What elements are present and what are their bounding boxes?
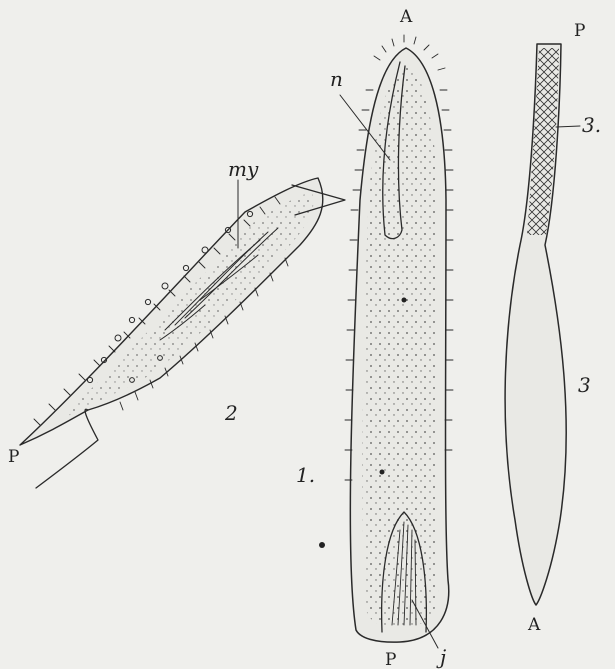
fig1-nucleus-label: n <box>330 67 343 91</box>
fig3-number-label: 3 <box>578 373 591 397</box>
fig1-nucleus-dot-2 <box>380 470 385 475</box>
fig1-posterior-label: P <box>385 650 396 669</box>
fig3-striated-label: 3. <box>582 113 601 137</box>
figure-3: P 3. 3 A <box>505 21 601 635</box>
fig1-anterior-label: A <box>399 7 413 27</box>
fig2-number-label: 2 <box>224 401 238 425</box>
fig2-myonemes-label: my <box>228 157 259 181</box>
fig1-number-label: 1. <box>296 463 315 487</box>
fig2-stipple <box>60 192 313 420</box>
fig1-nucleus-dot-1 <box>402 298 407 303</box>
figure-1: A n 1. P j <box>296 7 453 669</box>
fig3-anterior-label: A <box>527 615 541 635</box>
fig1-sucker-label: j <box>436 645 446 669</box>
fig2-posterior-label: P <box>8 447 19 467</box>
fig3-striated-leader <box>556 126 580 127</box>
fig3-posterior-label: P <box>574 21 585 41</box>
fig1-mark <box>319 542 325 548</box>
figure-2: my 2 P <box>8 157 345 488</box>
